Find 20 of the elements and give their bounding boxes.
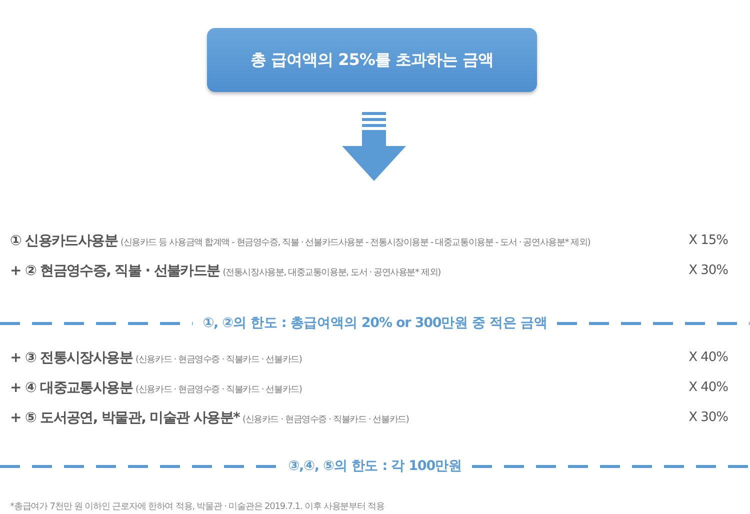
rate-text: X 30% bbox=[688, 410, 728, 425]
item-title: + ③ 전통시장사용분 bbox=[10, 349, 133, 367]
item-note: (전통시장사용분, 대중교통이용분, 도서 · 공연사용분* 제외) bbox=[222, 267, 440, 279]
item-title: + ④ 대중교통사용분 bbox=[10, 379, 133, 397]
limit-text: ③,④, ⑤의 한도 : 각 100만원 bbox=[287, 457, 463, 475]
title-box bbox=[207, 28, 537, 92]
item-title: + ⑤ 도서공연, 박물관, 미술관 사용분* bbox=[10, 409, 240, 427]
item-title: + ② 현금영수증, 직불 · 선불카드분 bbox=[10, 262, 220, 280]
rate-text: X 15% bbox=[688, 233, 728, 248]
item-note: (신용카드 · 현금영수증 · 직불카드 · 선불카드) bbox=[136, 384, 302, 396]
item-note: (신용카드 등 사용금액 합계액 - 현금영수증, 직불 · 선불카드사용분 - 전통시장이용분 - 대중교통이용분 - 도서 · 공연사용분* 제외) bbox=[120, 237, 590, 249]
title-text: 총 급여액의 25%를 초과하는 금액 bbox=[250, 50, 494, 70]
rate-text: X 30% bbox=[688, 263, 728, 278]
item-note: (신용카드 · 현금영수증 · 직불카드 · 선불카드) bbox=[136, 354, 302, 366]
limit-text: ①, ②의 한도 : 총급여액의 20% or 300만원 중 적은 금액 bbox=[202, 314, 548, 332]
footnote: *총급여가 7천만 원 이하인 근로자에 한하여 적용, 박물관 · 미술관은 2019.7.1. 이후 사용분부터 적용 bbox=[10, 501, 384, 513]
item-title: ① 신용카드사용분 bbox=[10, 232, 118, 250]
item-note: (신용카드 · 현금영수증 · 직불카드 · 선불카드) bbox=[242, 414, 409, 426]
rate-text: X 40% bbox=[688, 350, 728, 365]
rate-text: X 40% bbox=[688, 380, 728, 395]
